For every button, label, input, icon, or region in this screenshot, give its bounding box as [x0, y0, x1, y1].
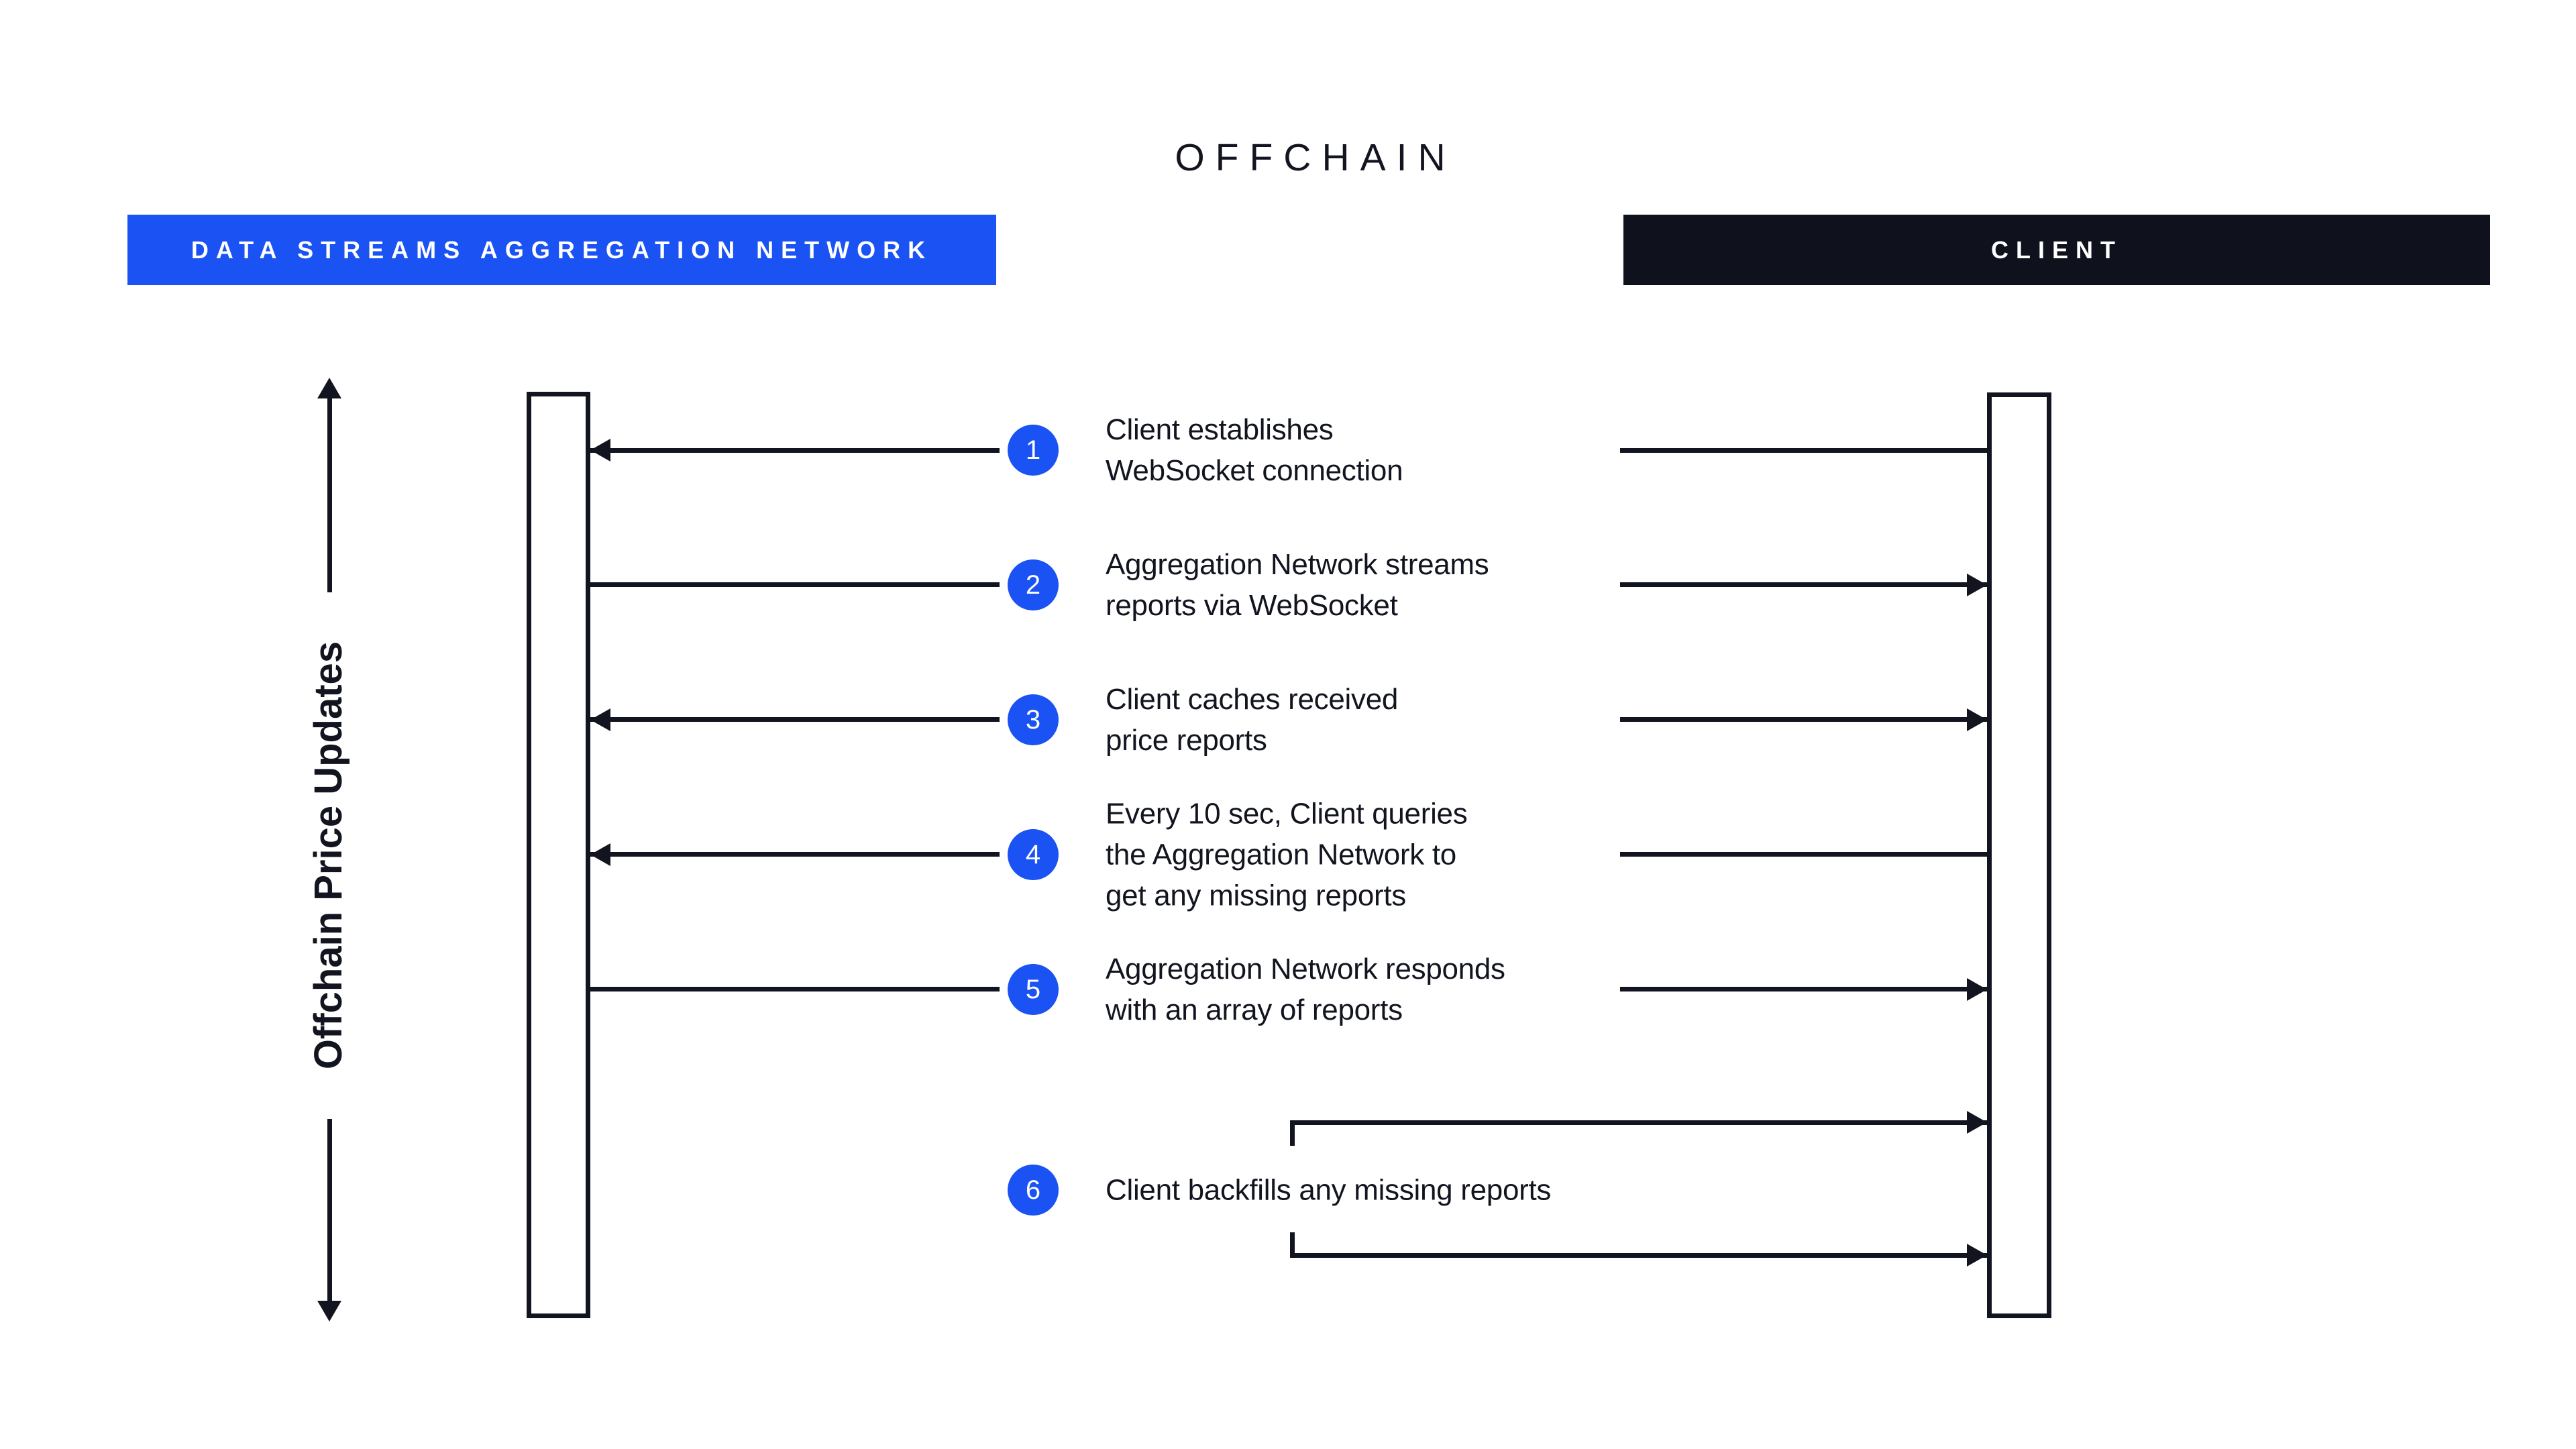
step-3-text: Client caches received price reports [1106, 683, 1399, 757]
step-5-text: Aggregation Network responds with an arr… [1106, 953, 1505, 1026]
aggregation-network-header-label: DATA STREAMS AGGREGATION NETWORK [191, 235, 933, 264]
step-1-text: Client establishes WebSocket connection [1106, 413, 1403, 487]
axis-label: Offchain Price Updates [307, 641, 350, 1070]
step-2-text: Aggregation Network streams reports via … [1106, 548, 1489, 622]
axis-arrow-up-icon [317, 378, 341, 398]
aggregation-network-header: DATA STREAMS AGGREGATION NETWORK [127, 215, 996, 285]
step-6-line-bottom [1290, 1253, 1987, 1258]
step-6-arrowhead-top-icon [1967, 1111, 1987, 1134]
step-1-badge: 1 [1008, 425, 1059, 476]
step-3-arrowhead-left-icon [590, 708, 610, 731]
step-6-elbow-bottom-stub [1290, 1232, 1295, 1258]
step-4-badge: 4 [1008, 829, 1059, 880]
client-header: CLIENT [1623, 215, 2490, 285]
step-3-line-left [590, 717, 1000, 722]
step-6-elbow-top-stub [1290, 1120, 1295, 1146]
step-5-arrowhead-right-icon [1967, 978, 1987, 1001]
page-title: OFFCHAIN [1175, 136, 1456, 179]
client-lifeline [1987, 392, 2051, 1318]
client-header-label: CLIENT [1991, 235, 2123, 264]
step-2-badge: 2 [1008, 559, 1059, 610]
step-1-line-left [590, 448, 1000, 453]
step-1-arrowhead-left-icon [590, 439, 610, 462]
step-5-badge: 5 [1008, 964, 1059, 1015]
step-4-text: Every 10 sec, Client queries the Aggrega… [1106, 797, 1468, 912]
step-3-line-right [1620, 717, 1987, 722]
step-1-line-right [1620, 448, 1987, 453]
step-2-line-right [1620, 582, 1987, 587]
step-4-line-left [590, 852, 1000, 857]
axis-shaft-top [327, 396, 332, 592]
step-4-line-right [1620, 852, 1987, 857]
step-4-arrowhead-left-icon [590, 843, 610, 866]
step-3-badge: 3 [1008, 694, 1059, 745]
step-2-line-left [590, 582, 1000, 587]
step-3-arrowhead-right-icon [1967, 708, 1987, 731]
step-6-text: Client backfills any missing reports [1106, 1173, 1552, 1207]
step-6-line-top [1290, 1120, 1987, 1125]
axis-shaft-bottom [327, 1119, 332, 1301]
step-5-line-left [590, 987, 1000, 991]
aggregation-network-lifeline [527, 392, 590, 1318]
step-5-line-right [1620, 987, 1987, 991]
step-6-arrowhead-bottom-icon [1967, 1244, 1987, 1267]
axis-arrow-down-icon [317, 1301, 341, 1322]
step-2-arrowhead-right-icon [1967, 574, 1987, 596]
step-6-badge: 6 [1008, 1165, 1059, 1216]
